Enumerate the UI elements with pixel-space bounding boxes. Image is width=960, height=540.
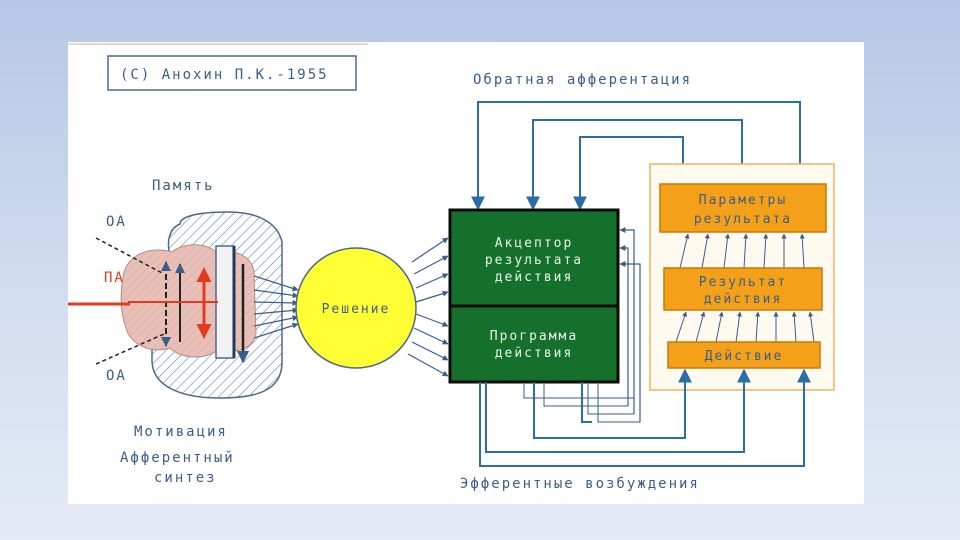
efferent-label: Эфферентные возбуждения [460,476,700,492]
result-label-1: Результат [699,275,787,290]
synthesis-label-1: Афферентный [120,450,235,466]
pa-label: ПА [104,270,125,286]
decision-label: Решение [322,302,391,317]
oa-top-label: ОА [106,214,127,230]
result-label-2: действия [704,292,783,307]
acceptor-program-block: Акцептор результата действия Программа д… [448,208,620,384]
motivation-label: Мотивация [134,424,228,440]
acceptor-side-arrows [619,227,641,422]
functional-system-diagram: (С) Анохин П.К.-1955 Обратная афферентац… [68,43,835,492]
oa-bottom-label: ОА [106,368,127,384]
result-to-params-arrows [679,233,805,269]
acceptor-label-1: Акцептор [495,236,574,251]
diagram-panel: (С) Анохин П.К.-1955 Обратная афферентац… [68,42,864,504]
memory-label: Память [152,178,215,194]
afferent-synthesis-block [68,211,283,399]
result-box: Результат действия [663,267,823,311]
synthesis-to-decision-arrows [253,275,299,339]
decision-node: Решение [295,247,417,369]
program-label-1: Программа [490,329,578,344]
synthesis-label-2: синтез [154,470,217,486]
decision-to-acceptor-arrows [407,237,449,377]
efferent-thin-lines [523,382,640,423]
efferent-arrows [479,368,811,467]
params-label-1: Параметры [699,193,787,208]
action-to-result-arrows [675,311,815,343]
feedback-arrows [471,101,801,211]
program-label-2: действия [495,346,574,361]
params-label-2: результата [694,212,792,227]
action-box: Действие [667,341,821,369]
copyright-box: (С) Анохин П.К.-1955 [107,55,357,91]
copyright-text: (С) Анохин П.К.-1955 [120,67,329,83]
acceptor-label-3: действия [495,270,574,285]
acceptor-label-2: результата [485,253,583,268]
feedback-label: Обратная афферентация [473,72,692,88]
params-box: Параметры результата [659,183,827,233]
action-label: Действие [705,349,784,364]
